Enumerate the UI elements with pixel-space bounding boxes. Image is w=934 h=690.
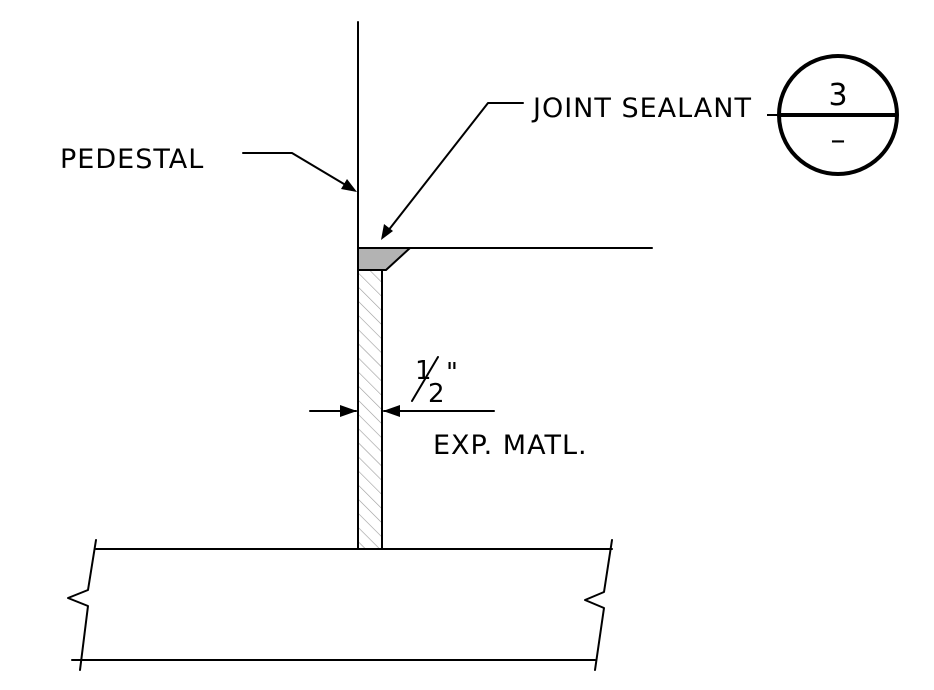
- inch-mark: ": [446, 358, 458, 388]
- section-number: 3: [828, 78, 847, 113]
- dimension-arrows: [309, 405, 495, 417]
- section-marker: 3 –: [767, 54, 899, 176]
- pedestal-label: PEDESTAL: [60, 144, 204, 175]
- expansion-material-strip: [357, 269, 383, 550]
- joint-sealant-shape: [357, 247, 411, 271]
- footing-base: [67, 539, 613, 671]
- sheet-reference: –: [831, 123, 846, 158]
- dimension-fraction: 1 2 ": [411, 356, 458, 409]
- fraction-denominator: 2: [428, 379, 445, 409]
- fraction-numerator: 1: [415, 356, 432, 386]
- joint-sealant-leader: [381, 102, 524, 240]
- pedestal-leader: [242, 152, 357, 192]
- left-break-line: [67, 539, 97, 671]
- joint-sealant-label: JOINT SEALANT: [531, 93, 752, 124]
- fraction-slash: [411, 356, 439, 402]
- expansion-material-label: EXP. MATL.: [433, 430, 588, 461]
- right-break-line: [584, 539, 613, 671]
